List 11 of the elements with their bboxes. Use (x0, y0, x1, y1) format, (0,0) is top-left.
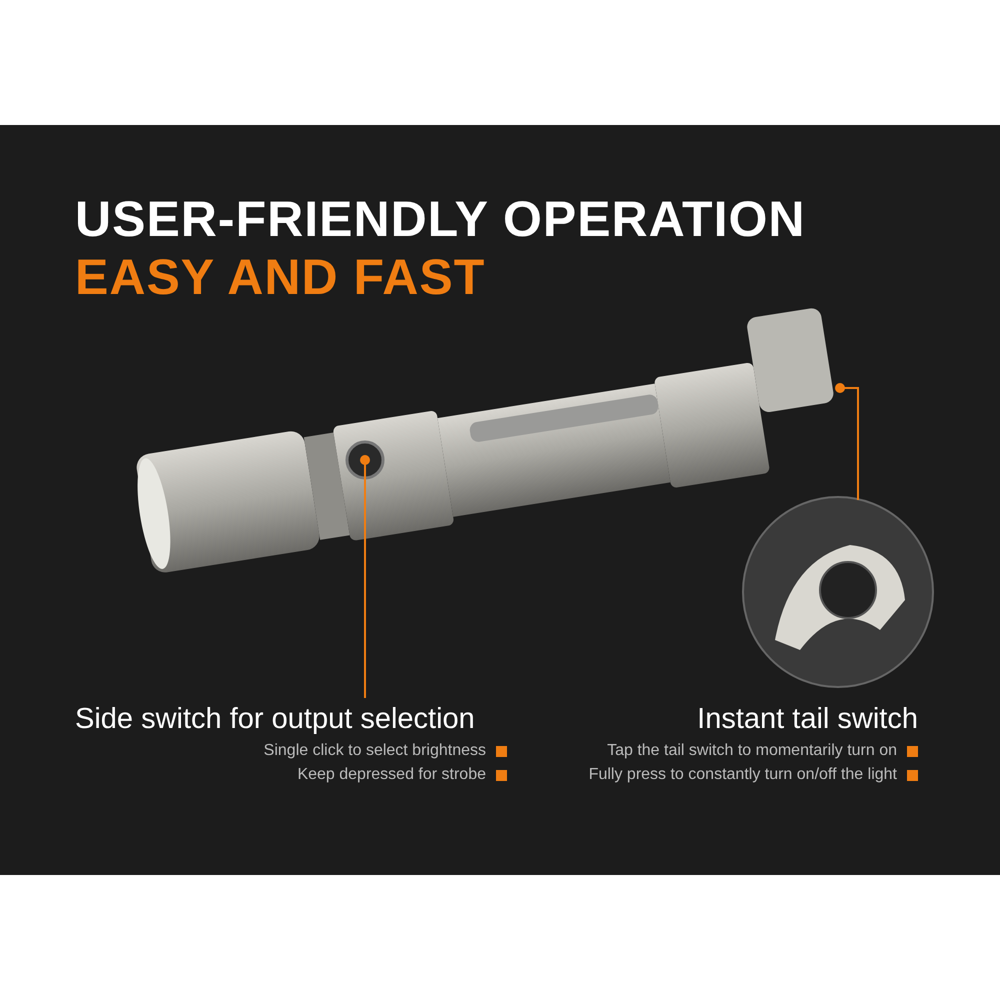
feature-text: Tap the tail switch to momentarily turn on (607, 742, 897, 760)
feature-text: Keep depressed for strobe (297, 766, 486, 784)
leader-line (360, 455, 370, 698)
leader-line (835, 383, 859, 500)
feature-text: Single click to select brightness (264, 742, 486, 760)
subtitle: EASY AND FAST (75, 248, 486, 306)
callout-heading: Instant tail switch (696, 703, 918, 736)
callout-heading: Side switch for output selection (75, 703, 476, 736)
title: USER-FRIENDLY OPERATION (75, 190, 806, 248)
tail-switch-drawing (742, 496, 934, 688)
feature-text: Fully press to constantly turn on/off the light (588, 766, 897, 784)
